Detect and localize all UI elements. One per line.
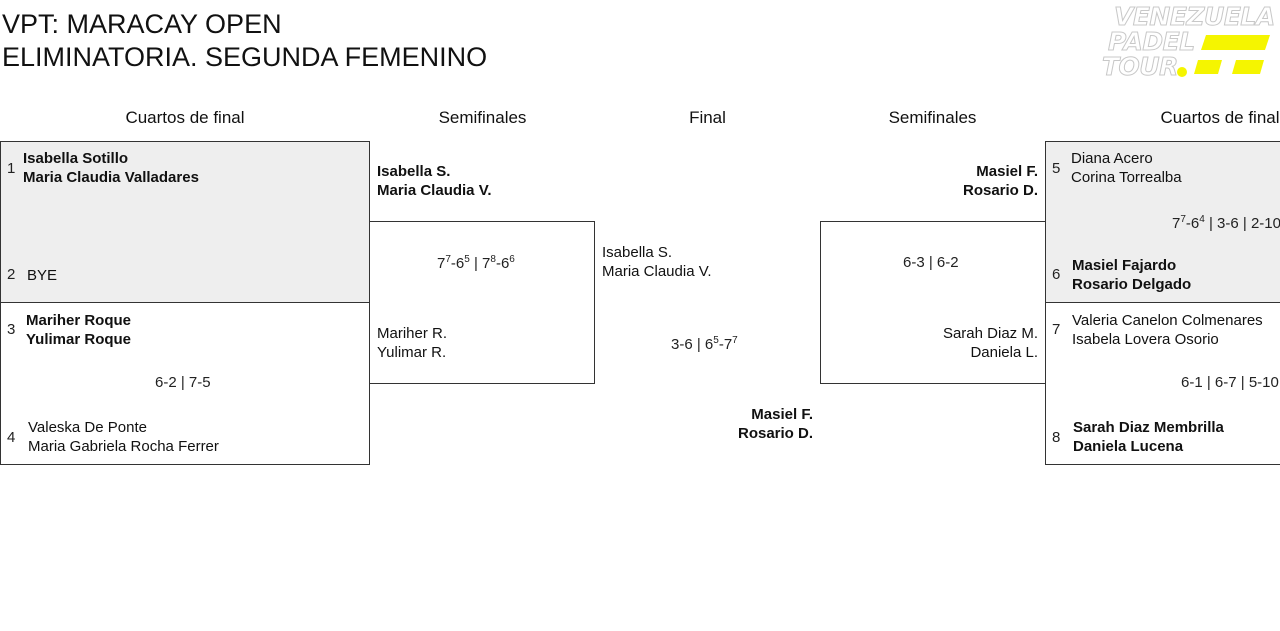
match-box-qf3 (1045, 141, 1280, 303)
player-name: Masiel Fajardo (1072, 257, 1177, 274)
player-name: Rosario D. (962, 182, 1038, 199)
seed-number: 7 (1052, 321, 1061, 338)
player-name: Maria Claudia V. (377, 182, 492, 199)
player-name: Sarah Diaz Membrilla (1073, 419, 1224, 436)
champion-name: Rosario D. (737, 425, 813, 442)
player-name: Yulimar R. (377, 344, 447, 361)
round-header-quarterfinals-right: Cuartos de final (1160, 108, 1280, 127)
player-name: Valeska De Ponte (28, 419, 147, 436)
seed-number: 5 (1052, 160, 1061, 177)
seed-number: 8 (1052, 429, 1061, 446)
seed-number: 1 (7, 160, 16, 177)
page-title: VPT: MARACAY OPEN (2, 9, 282, 39)
player-name: Daniela Lucena (1073, 438, 1184, 455)
player-name: Maria Claudia Valladares (23, 169, 199, 186)
match-score: 6-3 | 6-2 (903, 254, 959, 271)
seed-number: 2 (7, 266, 16, 283)
match-score: 77-65 | 78-66 (437, 254, 515, 272)
round-header-final: Final (689, 108, 726, 127)
player-name: Isabella S. (377, 163, 451, 180)
player-name: Maria Claudia V. (602, 263, 712, 280)
match-score: 3-6 | 65-77 (671, 335, 738, 353)
player-name: Masiel F. (976, 163, 1038, 180)
player-name: BYE (27, 267, 58, 284)
page-subtitle: ELIMINATORIA. SEGUNDA FEMENINO (2, 42, 488, 72)
round-header-semifinals-left: Semifinales (438, 108, 527, 127)
player-name: Yulimar Roque (26, 331, 132, 348)
player-name: Sarah Diaz M. (942, 325, 1038, 342)
seed-number: 3 (7, 321, 16, 338)
logo-racket-icon (1177, 35, 1270, 77)
logo-text-line3: TOUR (1102, 52, 1179, 81)
match-score: 6-1 | 6-7 | 5-10 (1181, 374, 1279, 391)
player-name: Mariher Roque (26, 312, 132, 329)
match-score: 6-2 | 7-5 (155, 374, 211, 391)
player-name: Isabela Lovera Osorio (1072, 331, 1219, 348)
player-name: Rosario Delgado (1072, 276, 1192, 293)
match-box-sf-left (369, 221, 595, 384)
match-box-qf4 (1045, 302, 1280, 465)
match-score: 77-64 | 3-6 | 2-10 (1172, 214, 1280, 232)
player-name: Diana Acero (1071, 150, 1153, 167)
logo-text-line1: VENEZUELA (1114, 2, 1276, 31)
player-name: Maria Gabriela Rocha Ferrer (28, 438, 219, 455)
player-name: Daniela L. (970, 344, 1038, 361)
player-name: Mariher R. (377, 325, 448, 342)
round-header-quarterfinals-left: Cuartos de final (125, 108, 245, 127)
round-header-semifinals-right: Semifinales (888, 108, 977, 127)
player-name: Isabella Sotillo (23, 150, 129, 167)
venezuela-padel-tour-logo: VENEZUELA PADEL TOUR (1100, 2, 1276, 82)
player-name: Isabella S. (602, 244, 673, 261)
champion-name: Masiel F. (751, 406, 813, 423)
logo-text-line2: PADEL (1108, 27, 1196, 56)
player-name: Corina Torrealba (1071, 169, 1182, 186)
seed-number: 4 (7, 429, 16, 446)
seed-number: 6 (1052, 266, 1061, 283)
player-name: Valeria Canelon Colmenares (1072, 312, 1263, 329)
